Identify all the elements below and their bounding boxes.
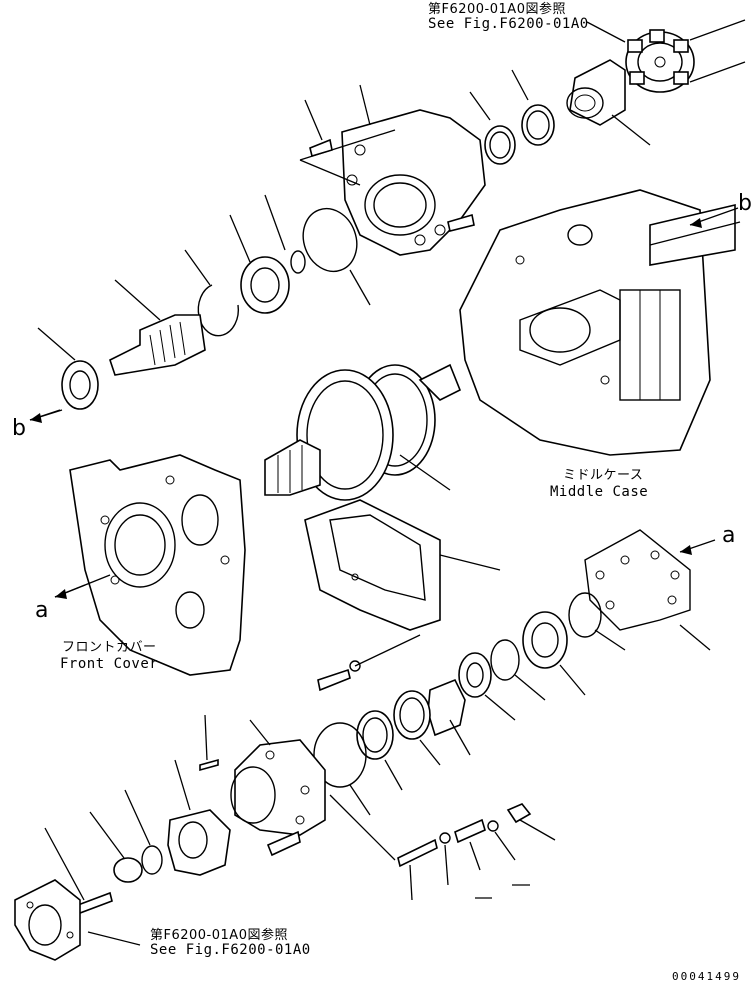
bolt-lower (266, 830, 301, 857)
bottom-yoke (14, 879, 81, 961)
arrow-b-right-head (690, 218, 702, 228)
seal-sequence (427, 592, 626, 756)
rings-lower (313, 690, 441, 816)
lower-flange (89, 759, 231, 883)
bearing-upper (229, 194, 306, 314)
marker-b-right: b (738, 191, 752, 216)
top-seal-rings (469, 69, 555, 165)
bearing-left (29, 327, 99, 421)
gear-assembly (264, 363, 462, 501)
front-cover-japanese: フロントカバー (62, 640, 157, 655)
bottom-ref-english: See Fig.F6200-01A0 (150, 942, 311, 958)
middle-case-english: Middle Case (550, 484, 649, 500)
gasket-right (584, 529, 711, 651)
input-shaft (109, 279, 206, 376)
top-coupling-flange (625, 19, 746, 93)
bottom-ref-japanese: 第F6200-01A0図参照 (150, 928, 288, 943)
guard-plate (304, 499, 501, 631)
top-ref-english: See Fig.F6200-01A0 (428, 16, 589, 32)
lower-case-housing (230, 719, 396, 861)
front-cover-english: Front Cover (60, 656, 159, 672)
top-ref-leader (586, 21, 626, 43)
middle-case-japanese: ミドルケース (563, 468, 644, 483)
arrow-b-left-head (30, 413, 42, 423)
bolt-washer (317, 634, 421, 692)
top-ref-japanese: 第F6200-01A0図参照 (428, 2, 566, 17)
o-ring-large (302, 207, 371, 306)
stud-and-pins (397, 803, 556, 901)
figure-code: 00041499 (672, 970, 741, 983)
bottom-ref-leader (87, 931, 141, 946)
top-yoke (566, 59, 651, 146)
middle-case (459, 189, 741, 456)
snap-ring (184, 249, 240, 337)
marker-b-left: b (12, 416, 26, 441)
marker-a-right: a (722, 523, 736, 548)
arrow-a-left-head (55, 589, 67, 599)
marker-a-left: a (35, 598, 49, 623)
output-case (299, 84, 486, 256)
arrow-a-right-head (680, 545, 692, 555)
dowel-pin (199, 714, 219, 772)
